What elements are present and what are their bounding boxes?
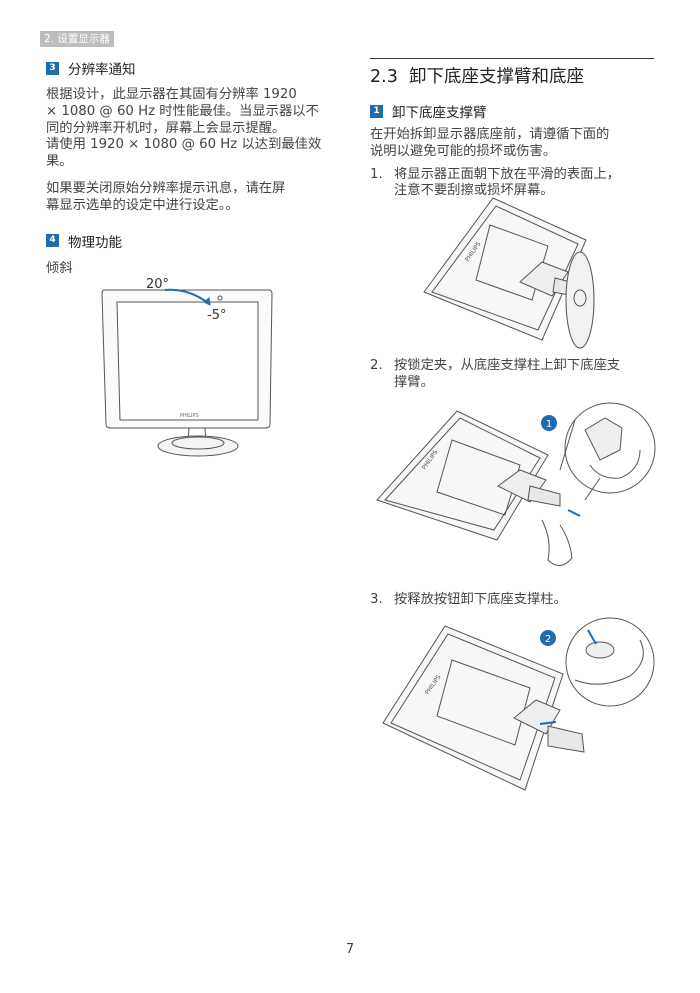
resolution-setting-paragraph: 如果要关闭原始分辨率提示讯息，请在屏 幕显示选单的设定中进行设定。。 [46, 181, 334, 215]
step-line: 撑臂。 [394, 374, 434, 390]
para-line: 幕显示选单的设定中进行设定。。 [46, 197, 239, 213]
page-number: 7 [345, 942, 355, 957]
step-3: 3. 按释放按钮卸下底座支撑柱。 [370, 592, 660, 609]
step-number: 2. [370, 358, 383, 373]
heading-rule [370, 58, 654, 59]
step-2: 2. 按锁定夹，从底座支撑柱上卸下底座支 撑臂。 [370, 358, 660, 392]
section-1-heading: 1 卸下底座支撑臂 [370, 101, 660, 121]
section-number-badge: 1 [370, 104, 383, 118]
chapter-heading: 2.3 卸下底座支撑臂和底座 [370, 63, 660, 88]
badge-number: 2 [545, 634, 551, 645]
para-line: 同的分辨率开机时，屏幕上会显示提醒。 [46, 120, 286, 136]
para-line: 在开始拆卸显示器底座前，请遵循下面的 [370, 127, 610, 142]
section-4-heading: 4 物理功能 [46, 231, 334, 251]
step-badge-2: 2 [540, 630, 556, 646]
section-title: 分辨率通知 [68, 62, 136, 78]
step-number: 3. [370, 592, 383, 607]
step-line: 按释放按钮卸下底座支撑柱。 [394, 592, 567, 607]
step-line: 将显示器正面朝下放在平滑的表面上， [394, 166, 621, 182]
section-number-badge: 4 [46, 234, 59, 248]
step-text: 按锁定夹，从底座支撑柱上卸下底座支 撑臂。 [394, 358, 620, 392]
intro-paragraph: 在开始拆卸显示器底座前，请遵循下面的 说明以避免可能的损坏或伤害。 [370, 127, 660, 161]
step-number: 1. [370, 166, 383, 182]
para-line: 请使用 1920 × 1080 @ 60 Hz 以达到最佳效 [46, 137, 322, 153]
left-column: 3 分辨率通知 根据设计，此显示器在其固有分辨率 1920 × 1080 @ 6… [46, 58, 334, 277]
step-line: 按锁定夹，从底座支撑柱上卸下底座支 [394, 358, 621, 373]
para-line: 根据设计，此显示器在其固有分辨率 1920 [46, 87, 297, 102]
section-number-badge: 3 [46, 61, 59, 75]
section-title: 物理功能 [68, 234, 122, 251]
section-3-heading: 3 分辨率通知 [46, 58, 334, 78]
header-tab: 2. 设置显示器 [40, 31, 114, 47]
heading-title: 卸下底座支撑臂和底座 [408, 67, 584, 87]
step-1: 1. 将显示器正面朝下放在平滑的表面上， 注意不要刮擦或损坏屏幕。 [370, 167, 660, 201]
step-line: 注意不要刮擦或损坏屏幕。 [394, 183, 554, 199]
monitor-brand-text: PHILIPS [180, 413, 199, 419]
para-line: 如果要关闭原始分辨率提示讯息，请在屏 [46, 180, 286, 196]
section-title: 卸下底座支撑臂 [392, 105, 487, 121]
resolution-paragraph: 根据设计，此显示器在其固有分辨率 1920 × 1080 @ 60 Hz 时性能… [46, 87, 334, 171]
tilt-subheading: 倾斜 [46, 260, 73, 276]
para-line: × 1080 @ 60 Hz 时性能最佳。当显示器以不 [46, 103, 319, 119]
para-line: 果。 [46, 154, 73, 170]
tilt-up-label: 20° [146, 277, 169, 292]
para-line: 说明以避免可能的损坏或伤害。 [370, 143, 557, 159]
step-text: 按释放按钮卸下底座支撑柱。 [394, 592, 567, 609]
badge-number: 1 [546, 419, 552, 430]
step-badge-1: 1 [541, 415, 557, 431]
heading-number: 2.3 [370, 67, 398, 87]
step-text: 将显示器正面朝下放在平滑的表面上， 注意不要刮擦或损坏屏幕。 [394, 167, 620, 201]
tilt-down-label: -5° [207, 308, 226, 323]
right-column: 2.3 卸下底座支撑臂和底座 1 卸下底座支撑臂 在开始拆卸显示器底座前，请遵循… [370, 58, 660, 200]
